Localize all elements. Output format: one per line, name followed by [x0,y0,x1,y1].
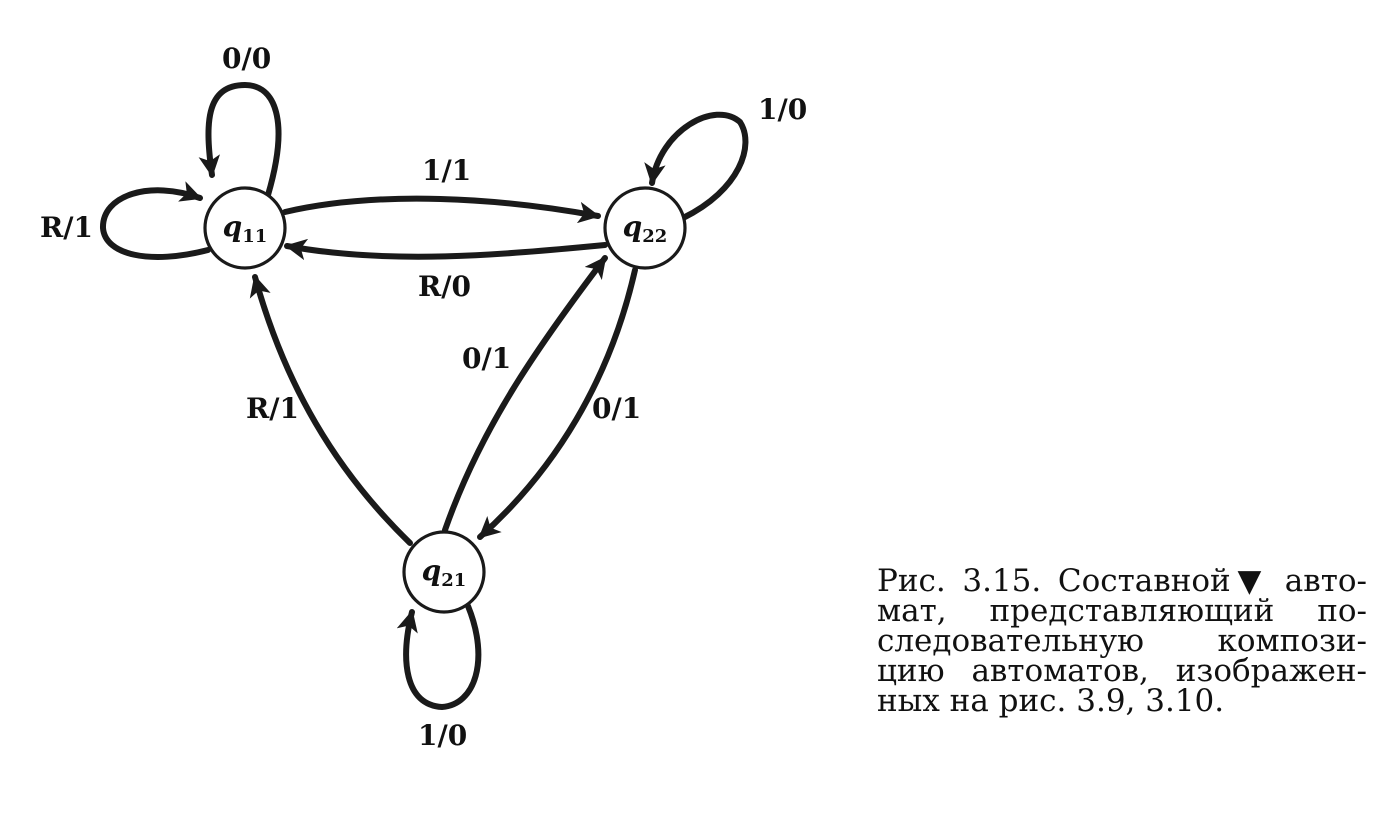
state-q22: q22 [603,186,687,270]
edge-label-q22-to-q21: 0/1 [592,392,641,425]
edge-q22-to-q21 [477,267,638,540]
state-q21-base: q [422,554,442,587]
edge-label-q11-to-q22: 1/1 [422,154,471,187]
state-q22-base: q [623,210,643,243]
state-q21-sub: 21 [441,570,466,591]
state-diagram: q11 q22 q21 0/0 R/1 1/1 R/0 1/0 R/1 0/1 … [40,42,807,752]
caption-line-3: следовательную компози- [877,623,1367,659]
edge-label-q11-selfloop-left: R/1 [40,211,93,244]
svg-text:q11: q11 [223,210,268,247]
edge-label-q21-to-q22: 0/1 [462,342,511,375]
state-q21: q21 [402,530,486,614]
caption-line-4: цию автоматов, изображен- [877,653,1367,689]
edge-q22-selfloop [644,111,749,221]
state-q11: q11 [203,186,287,270]
edge-q11-to-q22 [282,195,601,224]
edge-q21-to-q11 [249,274,413,546]
state-q22-sub: 22 [642,226,667,247]
edge-q11-selfloop-top [198,81,282,198]
edge-q11-selfloop-left [99,181,211,260]
edge-label-q22-selfloop: 1/0 [758,93,807,126]
caption-line-5: ных на рис. 3.9, 3.10. [877,683,1225,719]
edge-label-q22-to-q11: R/0 [418,270,471,303]
edge-q21-to-q22 [442,255,608,533]
svg-text:q22: q22 [623,210,668,247]
edge-label-q21-to-q11: R/1 [246,392,299,425]
edge-q21-selfloop [396,603,482,711]
svg-text:q21: q21 [422,554,467,591]
edge-q22-to-q11 [284,238,608,261]
state-q11-base: q [223,210,243,243]
caption-line-1: Рис. 3.15. Составной▼ авто- [877,563,1367,599]
edge-label-q21-selfloop: 1/0 [418,719,467,752]
caption-line-2: мат, представляющий по- [877,593,1367,629]
edge-label-q11-selfloop-top: 0/0 [222,42,271,75]
figure-caption: Рис. 3.15. Составной▼ авто- мат, предста… [877,563,1367,719]
state-q11-sub: 11 [242,226,267,247]
